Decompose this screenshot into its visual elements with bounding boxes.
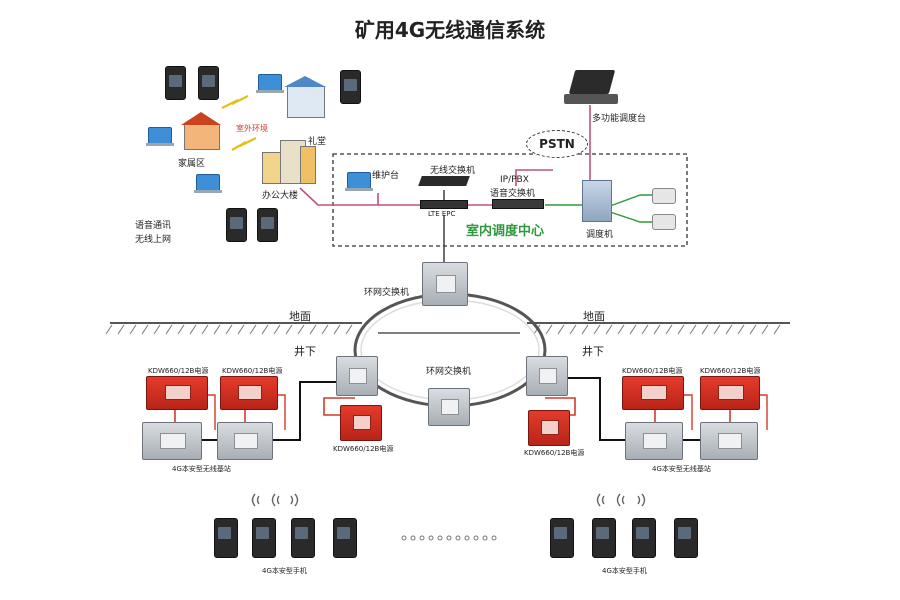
hall-label: 礼堂 xyxy=(308,137,327,147)
power-label-right-1: KDW660/12B电源 xyxy=(622,367,683,375)
power-supply-right-1 xyxy=(622,376,684,410)
laptop-icon xyxy=(345,172,373,191)
wireless-switch-label: 无线交换机 xyxy=(430,166,476,176)
power-supply-right-2 xyxy=(700,376,760,410)
mine-handset-icon xyxy=(632,518,656,558)
power-label-center-right: KDW660/12B电源 xyxy=(524,449,585,457)
underground-label-right: 井下 xyxy=(582,345,604,358)
power-supply-left-2 xyxy=(220,376,278,410)
power-label-center-left: KDW660/12B电源 xyxy=(333,445,394,453)
dispatcher-device xyxy=(582,180,612,222)
desk-phone-icon xyxy=(652,214,676,230)
mobile-phone-icon xyxy=(226,208,247,242)
building-icon xyxy=(287,86,325,118)
power-supply-center-right xyxy=(528,410,570,446)
ip-pbx-label: IP/PBX xyxy=(500,175,529,185)
base-station-right-2 xyxy=(700,422,758,460)
ring-switch-left xyxy=(336,356,378,396)
dispatch-console-icon xyxy=(568,70,616,94)
office-building-label: 办公大楼 xyxy=(262,191,299,201)
family-area-label: 家属区 xyxy=(178,159,206,169)
pstn-cloud: PSTN xyxy=(526,130,588,158)
lte-epc-device xyxy=(420,200,468,209)
handset-label-right: 4G本安型手机 xyxy=(602,567,647,575)
ring-switch-top xyxy=(422,262,468,306)
mine-handset-icon xyxy=(674,518,698,558)
laptop-icon xyxy=(194,174,222,193)
roof-icon xyxy=(181,112,221,125)
mobile-phone-icon xyxy=(165,66,186,100)
voice-switch-device xyxy=(492,199,544,209)
ring-switch-center xyxy=(428,388,470,426)
underground-label-left: 井下 xyxy=(294,345,316,358)
dispatcher-label: 调度机 xyxy=(586,230,614,240)
base-station-label-left: 4G本安型无线基站 xyxy=(172,465,231,473)
base-station-left-1 xyxy=(142,422,202,460)
power-supply-left-1 xyxy=(146,376,208,410)
console-base-icon xyxy=(564,94,618,104)
lte-epc-label: LTE EPC xyxy=(428,210,456,218)
office-building-icon xyxy=(300,146,316,184)
mine-handset-icon xyxy=(550,518,574,558)
desk-phone-icon xyxy=(652,188,676,204)
laptop-icon xyxy=(146,127,174,146)
mine-handset-icon xyxy=(291,518,315,558)
mobile-phone-icon xyxy=(340,70,361,104)
power-label-left-1: KDW660/12B电源 xyxy=(148,367,209,375)
base-station-label-right: 4G本安型无线基站 xyxy=(652,465,711,473)
wireless-internet-label: 无线上网 xyxy=(135,235,172,245)
outdoor-label: 室外环境 xyxy=(236,124,268,133)
power-label-right-2: KDW660/12B电源 xyxy=(700,367,761,375)
house-icon xyxy=(184,124,220,150)
voice-switch-label: 语音交换机 xyxy=(490,189,536,199)
ring-switch-top-label: 环网交换机 xyxy=(364,288,410,298)
base-station-right-1 xyxy=(625,422,683,460)
power-supply-center-left xyxy=(340,405,382,441)
power-label-left-2: KDW660/12B电源 xyxy=(222,367,283,375)
base-station-left-2 xyxy=(217,422,273,460)
mine-handset-icon xyxy=(214,518,238,558)
ground-label-left: 地面 xyxy=(289,310,311,323)
laptop-icon xyxy=(256,74,284,93)
diagram-title: 矿用4G无线通信系统 xyxy=(354,18,546,42)
ground-label-right: 地面 xyxy=(583,310,605,323)
mobile-phone-icon xyxy=(198,66,219,100)
mine-handset-icon xyxy=(333,518,357,558)
multi-console-label: 多功能调度台 xyxy=(592,114,647,124)
voice-comm-label: 语音通讯 xyxy=(135,221,172,231)
mine-handset-icon xyxy=(252,518,276,558)
roof-icon xyxy=(284,76,326,87)
mobile-phone-icon xyxy=(257,208,278,242)
mine-handset-icon xyxy=(592,518,616,558)
maintenance-console-label: 维护台 xyxy=(372,171,400,181)
ring-switch-center-label: 环网交换机 xyxy=(426,367,472,377)
indoor-dispatch-center-label: 室内调度中心 xyxy=(466,224,545,239)
ring-switch-right xyxy=(526,356,568,396)
handset-label-left: 4G本安型手机 xyxy=(262,567,307,575)
wireless-switch-device xyxy=(418,176,470,186)
